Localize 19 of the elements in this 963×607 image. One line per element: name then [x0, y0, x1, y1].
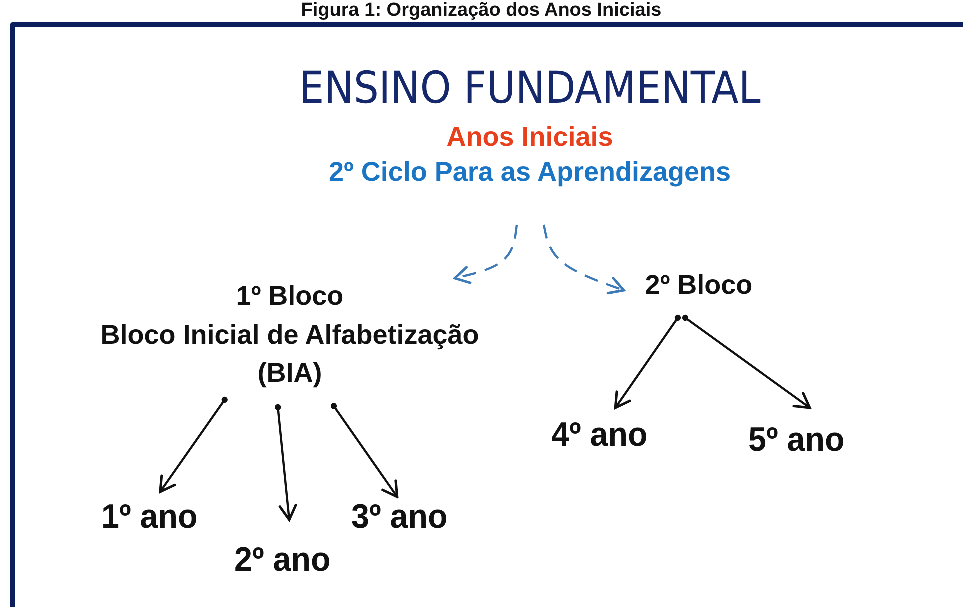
year-label: 5º ano — [748, 420, 846, 460]
arrow — [330, 403, 399, 498]
dashed-arrow — [542, 224, 626, 295]
subtitle: Anos Iniciais — [446, 121, 614, 154]
arrow — [614, 314, 682, 410]
arrow — [682, 314, 812, 410]
block-description: Bloco Inicial de Alfabetização (BIA) — [100, 319, 480, 390]
year-label: 2º ano — [234, 540, 332, 580]
arrow — [159, 396, 228, 494]
figure-title: Figura 1: Organização dos Anos Iniciais — [300, 0, 663, 21]
block-title: 1º Bloco — [236, 280, 344, 313]
arrow — [275, 404, 298, 522]
year-label: 4º ano — [552, 415, 648, 455]
year-label: 3º ano — [352, 497, 448, 537]
heading-title: ENSINO FUNDAMENTAL — [299, 62, 761, 116]
block-title: 2º Bloco — [645, 269, 753, 302]
dashed-arrow — [454, 224, 518, 284]
year-label: 1º ano — [102, 497, 198, 537]
subtitle: 2º Ciclo Para as Aprendizagens — [328, 156, 731, 189]
